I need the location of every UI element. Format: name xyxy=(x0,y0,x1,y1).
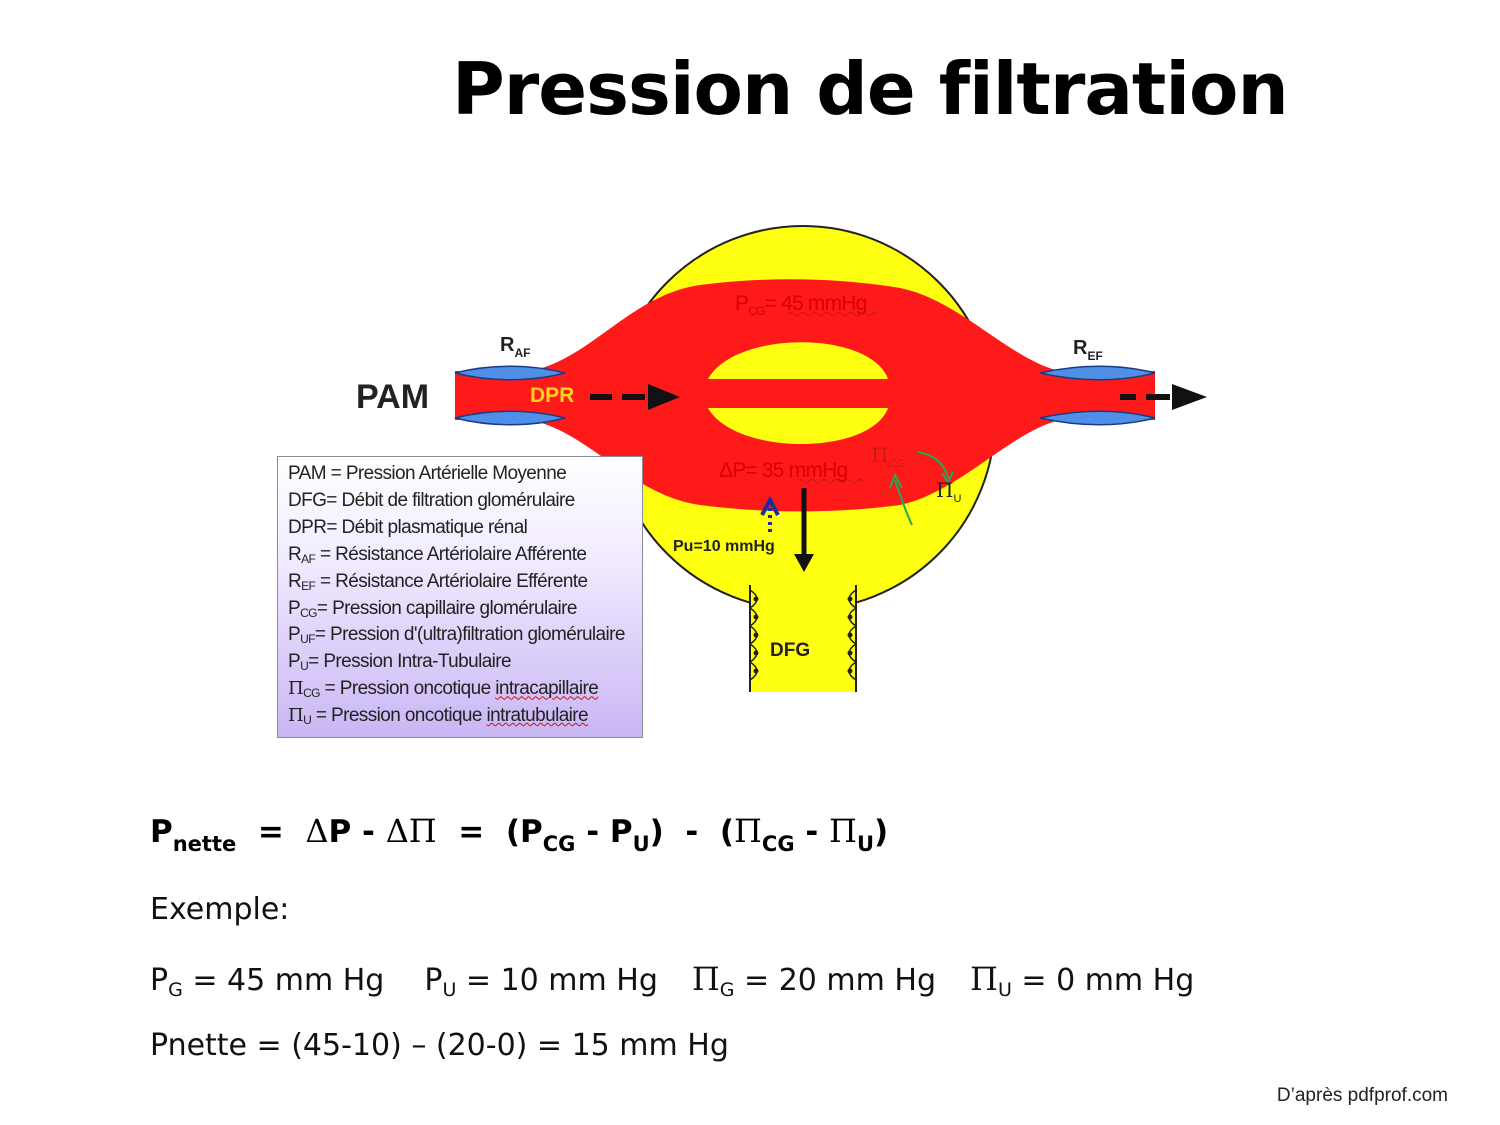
legend-row-pu: PU= Pression Intra-Tubulaire xyxy=(288,651,512,674)
pu-arrow xyxy=(760,495,780,536)
flow-arrow-in-head xyxy=(648,384,680,410)
legend-row-ref: REF = Résistance Artériolaire Efférente xyxy=(288,570,588,593)
source-credit: D’après pdfprof.com xyxy=(1276,1085,1448,1106)
net-pressure-formula: Pnette = ΔP - ΔΠ = (PCG - PU) - (ΠCG - Π… xyxy=(150,812,889,856)
delta-p-label: ΔP= 35 mmHg xyxy=(719,459,847,482)
legend-row-dfg: DFG= Débit de filtration glomérulaire xyxy=(288,489,575,511)
legend-row-piu: ΠU = Pression oncotique intratubulaire xyxy=(288,705,589,728)
tubule xyxy=(750,585,856,692)
ref-label: REF xyxy=(1073,337,1103,363)
raf-label: RAF xyxy=(500,334,530,360)
legend-box: PAM = Pression Artérielle Moyenne DFG= D… xyxy=(277,456,643,738)
legend-row-pcg: PCG= Pression capillaire glomérulaire xyxy=(288,597,577,620)
pi-arrows xyxy=(889,451,954,526)
legend-row-raf: RAF = Résistance Artériolaire Afférente xyxy=(288,543,587,566)
exemple-label: Exemple: xyxy=(150,892,290,927)
slide-title: Pression de filtration xyxy=(452,47,1289,131)
legend-row-dpr: DPR= Débit plasmatique rénal xyxy=(288,516,528,538)
pi-cg-label: ΠCG xyxy=(871,443,905,470)
net-pressure-result: Pnette = (45-10) – (20-0) = 15 mm Hg xyxy=(150,1028,729,1063)
pam-label: PAM xyxy=(356,378,429,416)
legend-row-picg: ΠCG = Pression oncotique intracapillaire xyxy=(288,678,599,701)
pi-u-label: ΠU xyxy=(936,478,961,505)
legend-row-pam: PAM = Pression Artérielle Moyenne xyxy=(288,463,567,484)
inner-lens-bottom xyxy=(708,408,888,444)
dpr-label: DPR xyxy=(530,384,574,407)
afferent-vessel-walls xyxy=(454,365,566,426)
pcg-label: PCG= 45 mmHg xyxy=(735,292,867,318)
flow-arrow-out-head xyxy=(1172,384,1207,410)
efferent-vessel-walls xyxy=(1039,365,1156,426)
inner-lens-top xyxy=(708,342,888,379)
legend-row-puf: PUF= Pression d'(ultra)filtration glomér… xyxy=(288,624,625,647)
glomerular-capillary-blood xyxy=(455,279,1155,512)
dfg-label: DFG xyxy=(770,640,810,661)
pu-label: Pu=10 mmHg xyxy=(673,538,775,555)
